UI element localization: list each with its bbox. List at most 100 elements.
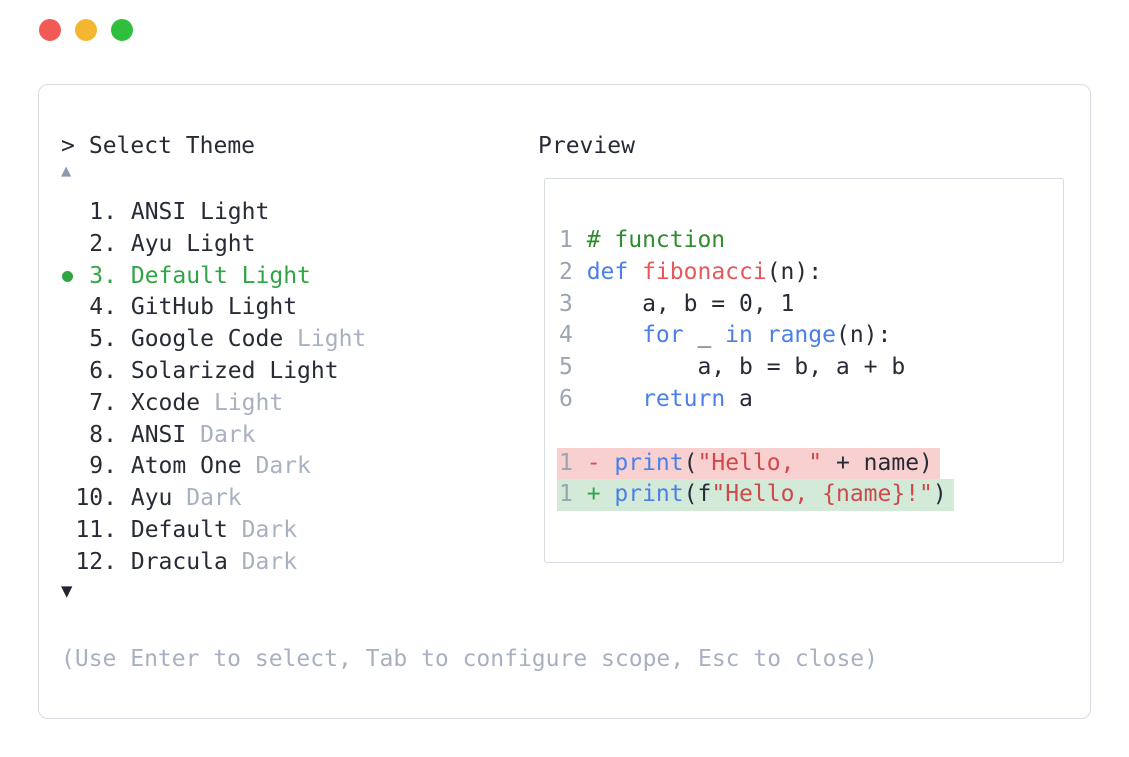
theme-option-variant: Dark [186, 485, 242, 512]
theme-option-atom-one-dark[interactable]: 9. Atom One Dark [61, 451, 366, 483]
code-line: 4 for _ in range(n): [559, 320, 1063, 352]
code-token [753, 322, 767, 348]
code-token: + [586, 481, 615, 508]
selected-indicator [61, 568, 75, 569]
diff-added-line: 1+ print(f"Hello, {name}!") [557, 479, 954, 512]
theme-option-solarized-light[interactable]: 6. Solarized Light [61, 356, 366, 388]
theme-option-number: 6. [89, 357, 117, 384]
theme-option-dracula-dark[interactable]: 12. Dracula Dark [61, 547, 366, 579]
theme-option-variant: Light [213, 389, 284, 416]
code-token: return [642, 385, 726, 412]
line-number: 4 [559, 322, 573, 349]
window-zoom-button[interactable] [111, 19, 133, 41]
theme-option-name: Default [130, 262, 228, 289]
code-line: 6 return a [559, 384, 1063, 416]
theme-option-name: ANSI [130, 421, 187, 448]
code-token: _ [683, 322, 726, 349]
code-token: range [766, 322, 836, 349]
diff-removed-line: 1- print("Hello, " + name) [557, 447, 940, 480]
theme-option-name: Google Code [130, 326, 284, 353]
line-number: 1 [559, 449, 573, 476]
theme-option-name: Atom One [130, 453, 242, 480]
theme-option-number: 12. [75, 548, 117, 575]
theme-option-name: GitHub [130, 294, 214, 321]
selected-indicator [61, 250, 75, 251]
code-token: + name) [822, 449, 933, 476]
selected-indicator [61, 345, 75, 346]
theme-option-variant: Light [297, 326, 367, 353]
code-line-content [559, 416, 587, 448]
window-controls [39, 19, 133, 41]
theme-option-name: Dracula [130, 548, 228, 575]
code-line-content: 1# function [559, 225, 725, 257]
code-token: a, b = b, a + b [586, 354, 906, 381]
theme-option-number: 10. [75, 485, 117, 512]
selected-indicator [61, 377, 75, 378]
code-token: (f [683, 481, 712, 508]
theme-option-variant: Dark [200, 421, 256, 448]
theme-option-variant: Light [241, 262, 311, 289]
theme-option-ayu-dark[interactable]: 10. Ayu Dark [61, 483, 366, 515]
theme-option-google-code-light[interactable]: 5. Google Code Light [61, 324, 366, 356]
code-token: (n): [766, 258, 823, 285]
theme-option-number: 7. [89, 389, 117, 416]
theme-option-variant: Light [227, 294, 298, 321]
code-line-content: 4 for _ in range(n): [559, 320, 891, 352]
code-token: in [725, 322, 753, 349]
code-token: # function [586, 227, 726, 253]
selected-indicator [61, 472, 75, 473]
code-line: 1+ print(f"Hello, {name}!") [557, 479, 1063, 512]
window-minimize-button[interactable] [75, 19, 97, 41]
theme-option-xcode-light[interactable]: 7. Xcode Light [61, 388, 366, 420]
code-token: ( [683, 449, 698, 476]
theme-option-variant: Light [186, 230, 256, 257]
selected-indicator [61, 536, 75, 537]
selected-indicator [61, 313, 75, 314]
page-title: Select Theme [88, 133, 256, 159]
window-close-button[interactable] [39, 19, 61, 41]
code-line: 1- print("Hello, " + name) [557, 447, 1063, 480]
line-number: 2 [559, 258, 573, 285]
theme-option-number: 9. [89, 453, 117, 480]
code-line [559, 416, 1063, 448]
theme-option-ansi-dark[interactable]: 8. ANSI Dark [61, 420, 366, 452]
theme-option-ayu-light[interactable]: 2. Ayu Light [61, 229, 366, 261]
theme-option-default-dark[interactable]: 11. Default Dark [61, 515, 366, 547]
theme-option-ansi-light[interactable]: 1. ANSI Light [61, 197, 366, 229]
line-number: 1 [559, 481, 573, 508]
theme-option-github-light[interactable]: 4. GitHub Light [61, 292, 366, 324]
theme-option-number: 2. [89, 230, 117, 257]
code-token: a [725, 385, 753, 412]
theme-option-variant: Dark [255, 453, 311, 480]
code-token: ) [932, 481, 947, 508]
code-token: def [586, 258, 643, 285]
code-token: (n): [835, 322, 892, 349]
theme-option-number: 11. [75, 516, 117, 543]
theme-option-name: Ayu [130, 485, 173, 512]
code-token: print [614, 481, 684, 508]
theme-option-variant: Light [269, 357, 339, 384]
code-token: print [614, 449, 684, 476]
scroll-up-icon[interactable]: ▲ [61, 161, 72, 181]
code-token: a, b = 0, 1 [586, 290, 795, 317]
code-line: 1# function [559, 225, 1063, 257]
scroll-down-icon[interactable]: ▼ [61, 580, 73, 602]
selected-indicator [61, 409, 75, 410]
theme-option-default-light[interactable]: 3. Default Light [61, 261, 366, 293]
selected-indicator [61, 441, 75, 442]
help-text: (Use Enter to select, Tab to configure s… [61, 646, 878, 672]
code-token [587, 322, 642, 348]
theme-option-variant: Dark [241, 548, 298, 575]
prompt-caret: > [61, 133, 75, 159]
code-token: for [642, 322, 684, 349]
theme-option-variant: Light [200, 199, 270, 225]
code-token: "Hello, " [697, 449, 823, 476]
code-line-content: 6 return a [559, 384, 753, 416]
